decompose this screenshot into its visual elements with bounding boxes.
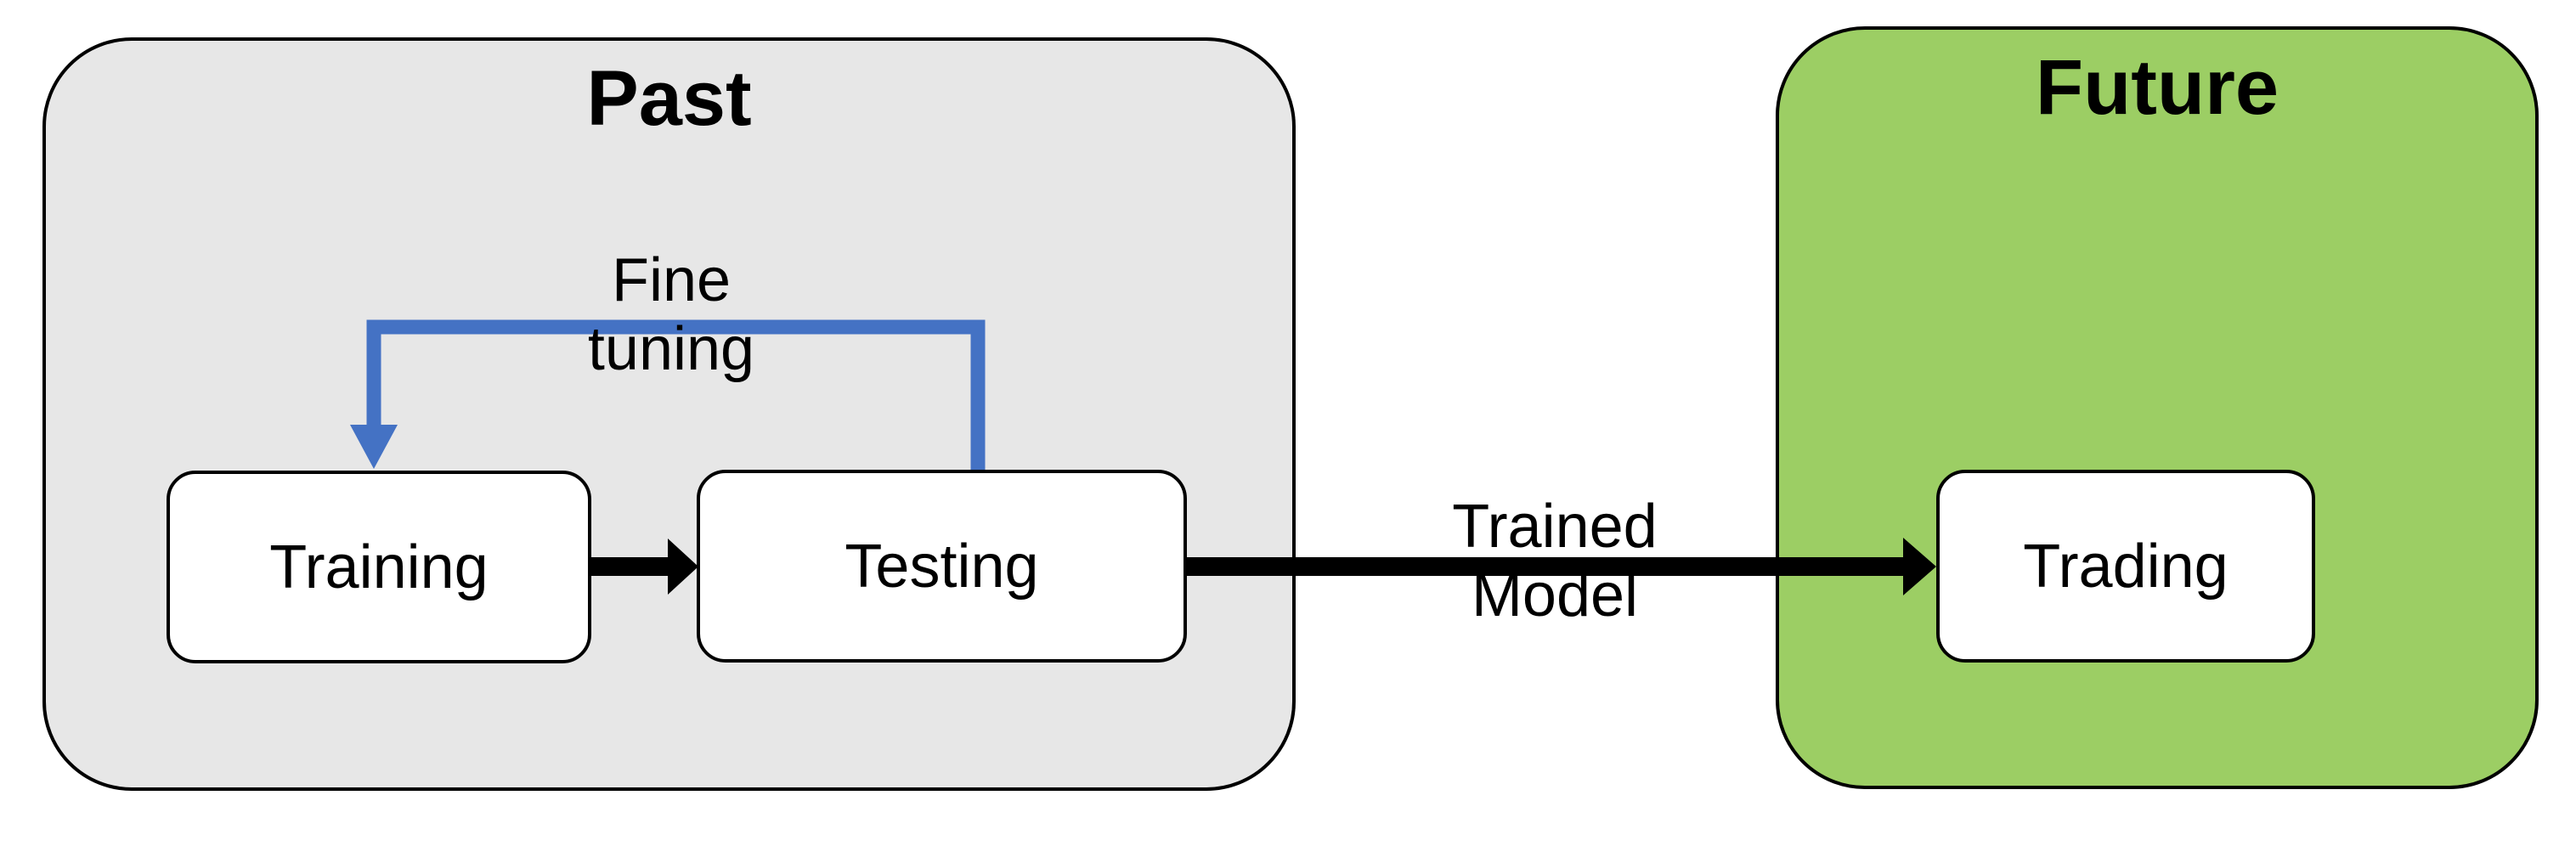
node-testing-label: Testing bbox=[845, 532, 1039, 601]
node-trading-label: Trading bbox=[2023, 532, 2229, 601]
node-testing[interactable]: Testing bbox=[697, 470, 1187, 663]
node-trading[interactable]: Trading bbox=[1936, 470, 2315, 663]
node-training[interactable]: Training bbox=[167, 471, 591, 663]
edge-label-fine-tuning-line1: Fine bbox=[611, 246, 732, 314]
edge-label-fine-tuning: Fine tuning bbox=[476, 246, 867, 383]
edge-label-fine-tuning-line2: tuning bbox=[587, 314, 755, 383]
group-container-future[interactable] bbox=[1776, 26, 2539, 789]
edge-label-trained-model-line2: Model bbox=[1471, 561, 1639, 629]
edge-label-trained-model: Trained Model bbox=[1359, 493, 1750, 629]
group-title-future: Future bbox=[2035, 44, 2279, 131]
group-title-past: Past bbox=[586, 55, 752, 142]
edge-label-trained-model-line1: Trained bbox=[1452, 493, 1658, 561]
group-container-past[interactable] bbox=[42, 37, 1296, 791]
node-training-label: Training bbox=[269, 533, 489, 601]
